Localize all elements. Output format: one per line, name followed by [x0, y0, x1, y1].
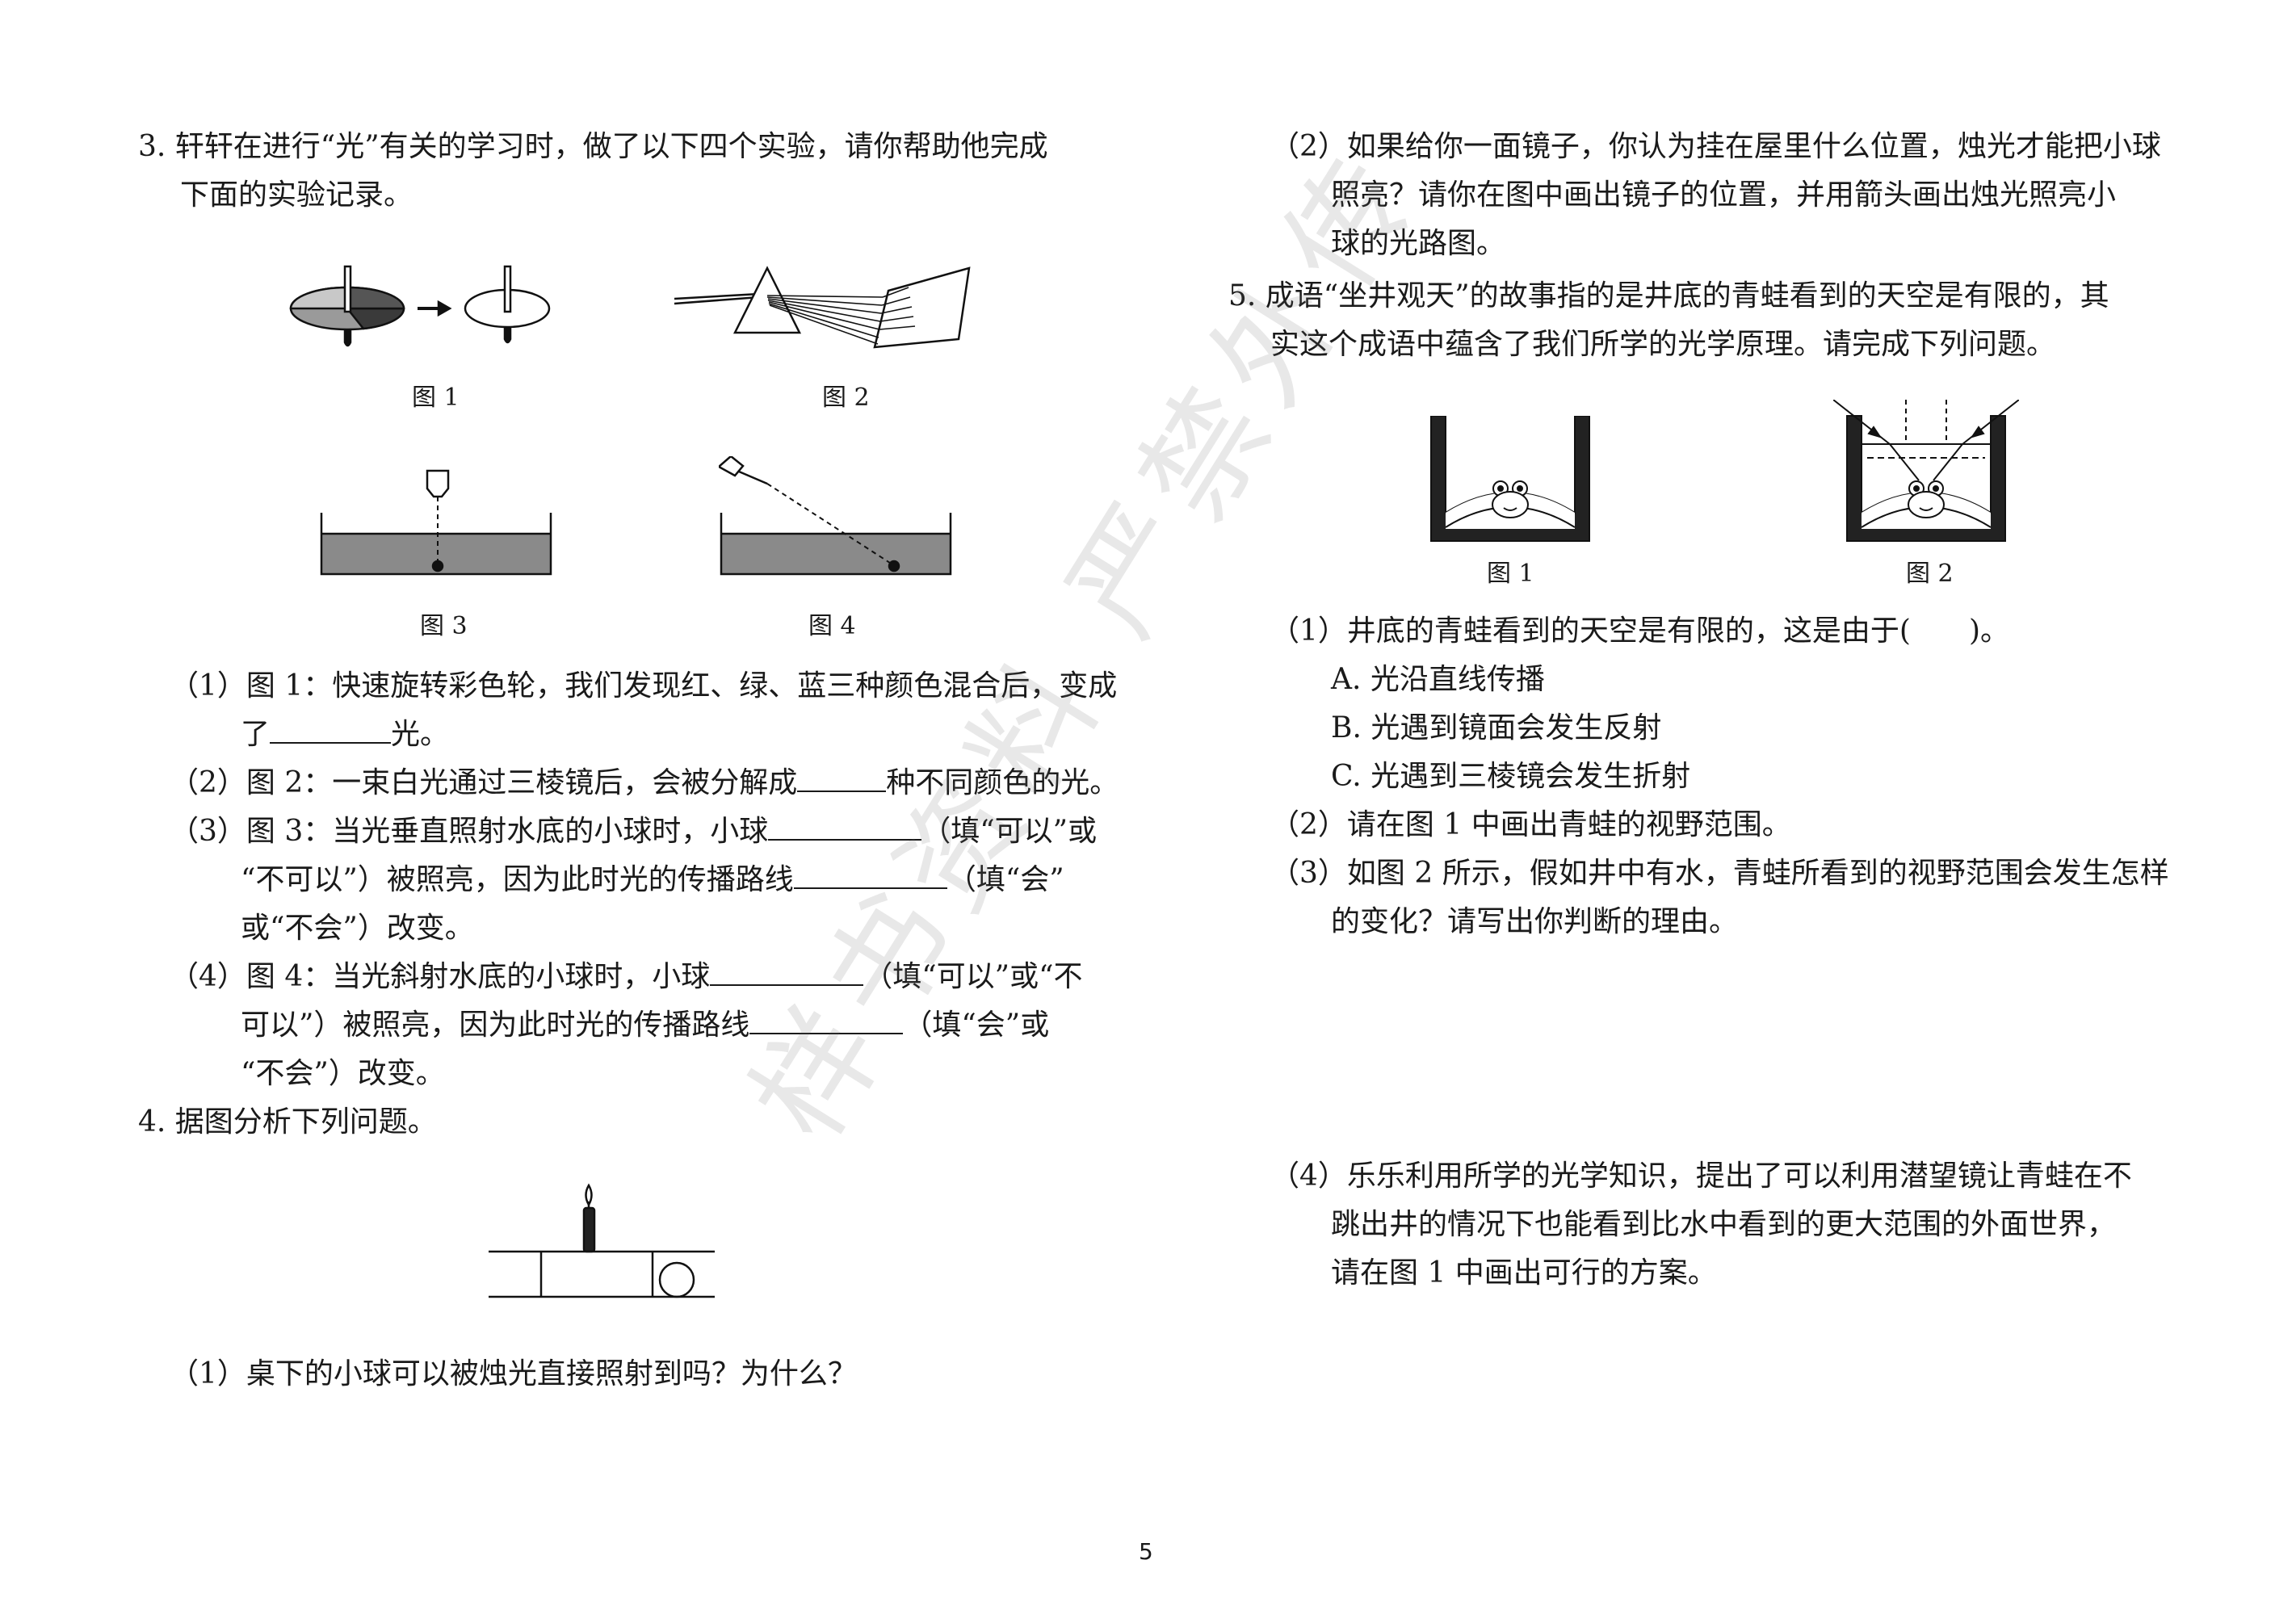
q4-part1: （1）桌下的小球可以被烛光直接照射到吗？为什么？ [170, 1357, 857, 1390]
q5-option-a[interactable]: A. 光沿直线传播 [1331, 663, 1545, 696]
answer-blank-2[interactable] [797, 766, 887, 792]
q3-part3-line3: 或“不会”）改变。 [241, 912, 474, 945]
q3-fig4-caption: 图 4 [808, 612, 856, 640]
q5-stem-line1: 5. 成语“坐井观天”的故事指的是井底的青蛙看到的天空是有限的，其 [1228, 279, 2109, 312]
oblique-light-figure [719, 456, 952, 576]
q5-part3-line2: 的变化？请写出你判断的理由。 [1331, 905, 1739, 938]
q3-part2-line: （2）图 2：一束白光通过三棱镜后，会被分解成种不同颜色的光。 [170, 766, 1119, 799]
candle-table-figure [489, 1183, 715, 1298]
answer-blank-1[interactable] [270, 718, 392, 744]
answer-blank-6[interactable] [749, 1009, 904, 1034]
q5-part3-line1: （3）如图 2 所示，假如井中有水，青蛙所看到的视野范围会发生怎样 [1270, 857, 2169, 890]
q4-part2-line1: （2）如果给你一面镜子，你认为挂在屋里什么位置，烛光才能把小球 [1270, 130, 2161, 163]
q3-part4-line2: 可以”）被照亮，因为此时光的传播路线（填“会”或 [241, 1009, 1050, 1042]
answer-blank-5[interactable] [710, 960, 864, 986]
q5-part1: （1）井底的青蛙看到的天空是有限的，这是由于( )。 [1270, 614, 2009, 648]
q3-fig3-caption: 图 3 [420, 612, 468, 640]
q5-option-c[interactable]: C. 光遇到三棱镜会发生折射 [1331, 760, 1691, 793]
q3-fig2-caption: 图 2 [822, 384, 870, 412]
q5-part4-line2: 跳出井的情况下也能看到比水中看到的更大范围的外面世界， [1331, 1208, 2117, 1241]
q3-part3-line2: “不可以”）被照亮，因为此时光的传播路线（填“会” [241, 863, 1064, 896]
q3-part1-line1: （1）图 1：快速旋转彩色轮，我们发现红、绿、蓝三种颜色混合后，变成 [170, 669, 1118, 702]
q3-part4-line1: （4）图 4：当光斜射水底的小球时，小球（填“可以”或“不 [170, 960, 1083, 993]
q3-part1-line2: 了光。 [241, 718, 450, 751]
q5-fig2-caption: 图 2 [1906, 560, 1954, 588]
q4-part2-line2: 照亮？请你在图中画出镜子的位置，并用箭头画出烛光照亮小 [1331, 178, 2117, 212]
color-wheel-figure [289, 265, 551, 347]
q3-part3-line1: （3）图 3：当光垂直照射水底的小球时，小球（填“可以”或 [170, 815, 1098, 848]
q5-part4-line1: （4）乐乐利用所学的光学知识，提出了可以利用潜望镜让青蛙在不 [1270, 1160, 2132, 1193]
frog-well-figure-1 [1430, 416, 1590, 542]
q5-option-b[interactable]: B. 光遇到镜面会发生反射 [1331, 711, 1662, 744]
vertical-light-figure [320, 469, 552, 576]
page-number: 5 [1139, 1538, 1153, 1565]
q3-stem-line1: 3. 轩轩在进行“光”有关的学习时，做了以下四个实验，请你帮助他完成 [138, 130, 1048, 163]
answer-blank-4[interactable] [793, 863, 947, 889]
prism-figure [674, 266, 971, 349]
q4-part2-line3: 球的光路图。 [1331, 227, 1506, 260]
q3-stem-line2: 下面的实验记录。 [180, 178, 413, 212]
q4-stem: 4. 据图分析下列问题。 [138, 1105, 437, 1139]
q5-fig1-caption: 图 1 [1487, 560, 1534, 588]
q5-part4-line3: 请在图 1 中画出可行的方案。 [1331, 1256, 1717, 1290]
q5-part2: （2）请在图 1 中画出青蛙的视野范围。 [1270, 808, 1791, 841]
answer-blank-3[interactable] [768, 815, 922, 841]
q3-part4-line3: “不会”）改变。 [241, 1057, 445, 1090]
frog-well-figure-2 [1833, 400, 2019, 542]
q3-fig1-caption: 图 1 [412, 384, 460, 412]
q5-stem-line2: 实这个成语中蕴含了我们所学的光学原理。请完成下列问题。 [1270, 328, 2056, 361]
